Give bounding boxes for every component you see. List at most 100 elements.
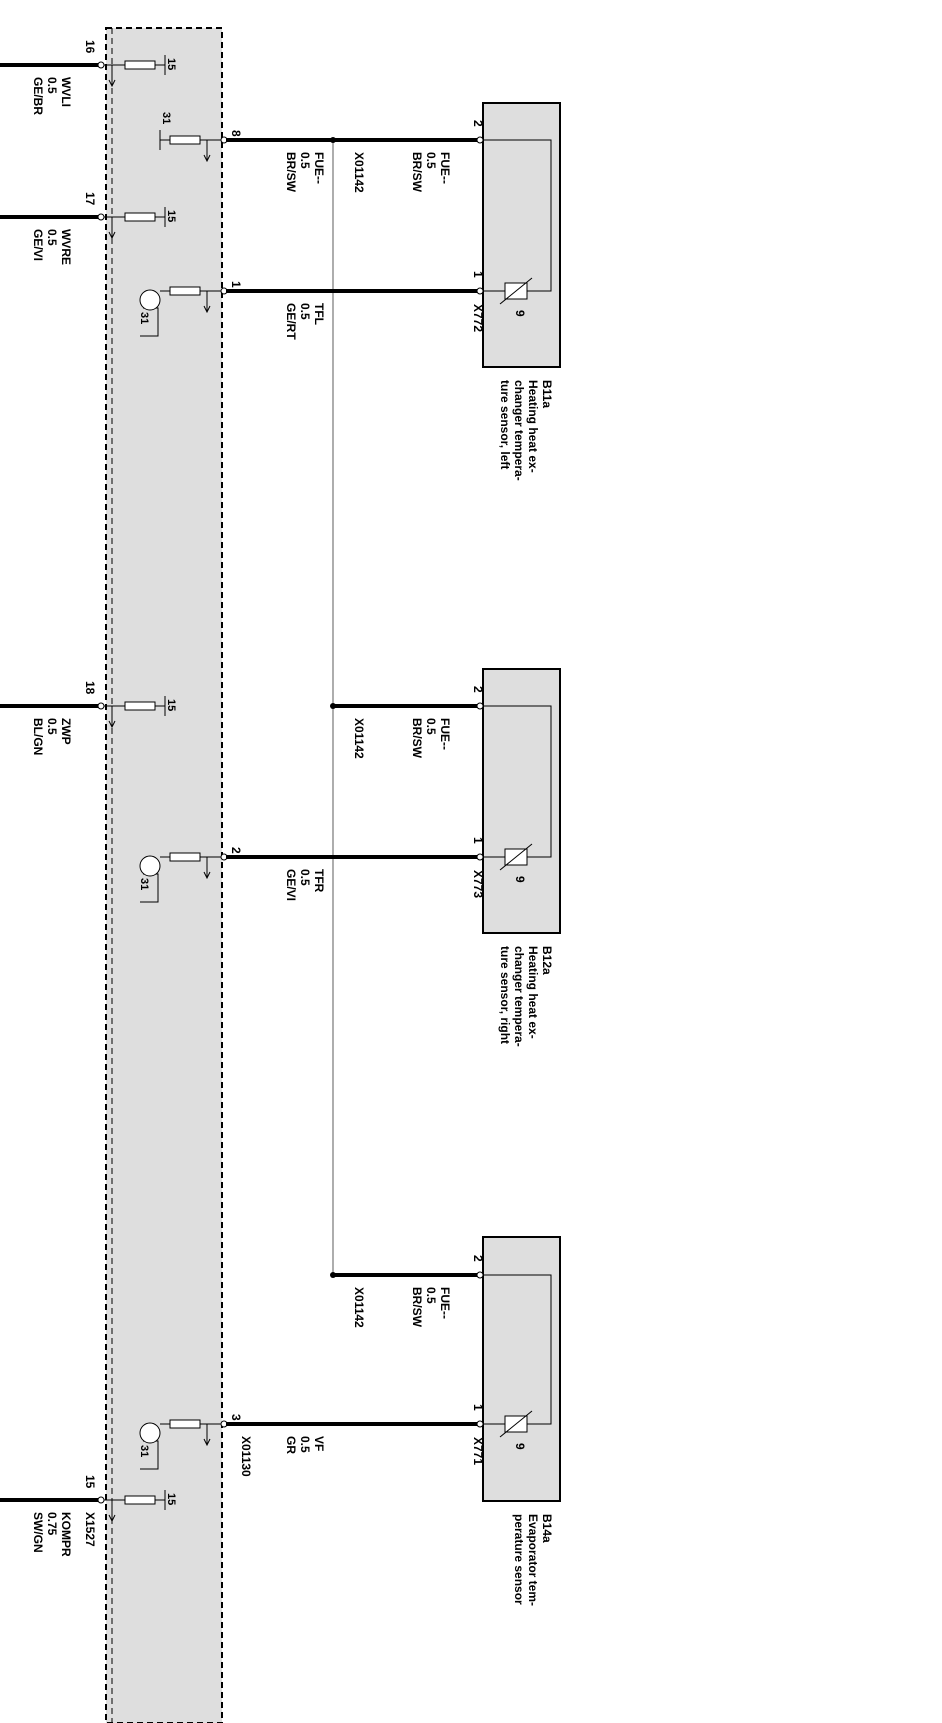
- pin-size: 0.5: [298, 869, 312, 886]
- ground-wire-label: FUE--: [438, 152, 452, 184]
- left-wire-size: 0.5: [45, 77, 59, 94]
- sensor-pin-top: 2: [471, 686, 485, 693]
- left-wire-color: GE/BR: [31, 77, 45, 115]
- pin-1-labels: 1 TFL 0.5 GE/RT: [229, 281, 326, 340]
- ground-31-label: 31: [160, 112, 172, 124]
- supply-15-label: 15: [165, 699, 177, 711]
- ground-31-label: 31: [138, 312, 150, 324]
- sensor-desc-line: perature sensor: [512, 1514, 526, 1605]
- pin-label: VF: [312, 1436, 326, 1451]
- sensor-pin-top: 2: [471, 1255, 485, 1262]
- left-wire-connector: X1527: [83, 1512, 97, 1547]
- control-unit-box: [105, 27, 223, 1723]
- sensor-id: B11a: [540, 380, 554, 408]
- supply-15-label: 15: [165, 58, 177, 70]
- sensor-symbol: 9: [513, 310, 527, 317]
- pin-color: GE/VI: [284, 869, 298, 901]
- sensor-b14a: 2 1 X771 9 B14a Evaporator tem- perature…: [471, 1236, 561, 1606]
- left-wire-color: SW/GN: [31, 1512, 45, 1553]
- sensor-desc-line: Heating heat ex-: [526, 946, 540, 1039]
- left-wire-17: 17 WVRE 0.5 GE/VI: [0, 192, 100, 265]
- splice-point: [330, 137, 336, 143]
- left-wire-18: 18 ZWP 0.5 BL/GN: [0, 681, 100, 755]
- left-wire-pin: 18: [83, 681, 97, 695]
- pin-number: 2: [229, 847, 243, 854]
- left-wire-15: 15 KOMPR 0.75 SW/GN X1527: [0, 1475, 100, 1557]
- left-wire-color: GE/VI: [31, 229, 45, 261]
- pin-color: BR/SW: [284, 152, 298, 193]
- ground-wire-size: 0.5: [424, 1287, 438, 1304]
- sensor-desc-line: changer tempera-: [512, 946, 526, 1047]
- pin-label: FUE--: [312, 152, 326, 184]
- left-wire-name: WVLI: [59, 77, 73, 107]
- output-circuit-3: 31: [138, 1419, 228, 1470]
- sensor-desc-line: changer tempera-: [512, 380, 526, 481]
- ground-wire-b12a: X01142 FUE-- 0.5 BR/SW: [352, 718, 452, 759]
- splice-point: [330, 703, 336, 709]
- pin-number: 8: [229, 130, 243, 137]
- sensor-connector: X771: [471, 1437, 485, 1465]
- ground-31-label: 31: [138, 1445, 150, 1457]
- ground-wire-label: FUE--: [438, 1287, 452, 1319]
- left-wire-size: 0.5: [45, 229, 59, 246]
- input-circuit-15: 15: [97, 1490, 177, 1523]
- supply-15-label: 15: [165, 210, 177, 222]
- sensor-connector: X772: [471, 304, 485, 332]
- pin-3-labels: 3 VF 0.5 GR X01130: [229, 1414, 326, 1477]
- sensor-desc-line: Heating heat ex-: [526, 380, 540, 473]
- sensor-b11a: 2 1 X772 9 B11a Heating heat ex- changer…: [471, 102, 561, 481]
- pin-label: TFL: [312, 303, 326, 325]
- pin-size: 0.5: [298, 303, 312, 320]
- ground-wire-color: BR/SW: [410, 152, 424, 193]
- ground-wire-b14a: X01142 FUE-- 0.5 BR/SW: [352, 1287, 452, 1328]
- ground-wire-color: BR/SW: [410, 1287, 424, 1328]
- output-circuit-2: 31: [138, 852, 228, 903]
- sensor-desc-line: Evaporator tem-: [526, 1514, 540, 1606]
- ground-wire-size: 0.5: [424, 152, 438, 169]
- input-circuit-16: 15: [97, 55, 177, 88]
- sensor-pin-bottom: 1: [471, 837, 485, 844]
- ground-connector-label: X01142: [352, 1287, 366, 1328]
- left-wire-name: KOMPR: [59, 1512, 73, 1557]
- left-wire-size: 0.5: [45, 718, 59, 735]
- ground-connector-label: X01142: [352, 718, 366, 759]
- sensor-id: B12a: [540, 946, 554, 975]
- input-circuit-18: 15: [97, 696, 177, 729]
- ground-wire-b11a: X01142 FUE-- 0.5 BR/SW: [352, 152, 452, 193]
- sensor-connector: X773: [471, 870, 485, 898]
- sensor-b12a: 2 1 X773 9 B12a Heating heat ex- changer…: [471, 668, 561, 1047]
- sensor-pin-top: 2: [471, 120, 485, 127]
- left-wire-pin: 16: [83, 40, 97, 54]
- pin-2-labels: 2 TFR 0.5 GE/VI: [229, 847, 326, 901]
- sensor-symbol: 9: [513, 876, 527, 883]
- left-wire-size: 0.75: [45, 1512, 59, 1536]
- pin-number: 1: [229, 281, 243, 288]
- left-wire-name: ZWP: [59, 718, 73, 745]
- output-circuit-1: 31: [138, 286, 228, 337]
- ground-wire-label: FUE--: [438, 718, 452, 750]
- output-circuit-8: 31: [159, 112, 228, 163]
- sensor-id: B14a: [540, 1514, 554, 1543]
- sensor-desc-line: ture sensor, left: [498, 380, 512, 469]
- pin-8-labels: 8 FUE-- 0.5 BR/SW: [229, 130, 326, 193]
- left-wire-16: 16 WVLI 0.5 GE/BR: [0, 40, 100, 115]
- left-wire-pin: 17: [83, 192, 97, 206]
- pin-size: 0.5: [298, 1436, 312, 1453]
- sensor-symbol: 9: [513, 1443, 527, 1450]
- pin-size: 0.5: [298, 152, 312, 169]
- ground-connector-label: X01142: [352, 152, 366, 193]
- ground-wire-color: BR/SW: [410, 718, 424, 759]
- pin-color: GE/RT: [284, 303, 298, 340]
- left-wire-name: WVRE: [59, 229, 73, 265]
- sensor-desc-line: ture sensor, right: [498, 946, 512, 1044]
- pin-color: GR: [284, 1436, 298, 1454]
- left-wire-pin: 15: [83, 1475, 97, 1489]
- ground-31-label: 31: [138, 878, 150, 890]
- ground-wire-size: 0.5: [424, 718, 438, 735]
- sensor-pin-bottom: 1: [471, 1404, 485, 1411]
- supply-15-label: 15: [165, 1493, 177, 1505]
- pin-number: 3: [229, 1414, 243, 1421]
- sensor-pin-bottom: 1: [471, 271, 485, 278]
- splice-point: [330, 1272, 336, 1278]
